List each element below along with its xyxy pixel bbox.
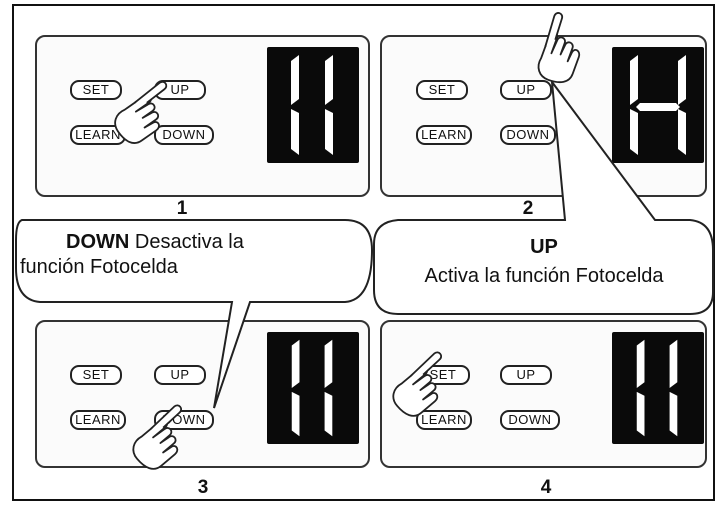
seven-segment-display [612, 47, 704, 163]
display-digits-ii [636, 339, 678, 437]
up-callout-text: UP Activa la función Fotocelda [376, 235, 712, 289]
down-button[interactable]: DOWN [500, 125, 556, 145]
step-number-3: 3 [197, 477, 209, 498]
display-digits-ii [291, 339, 333, 437]
learn-button[interactable]: LEARN [70, 410, 126, 430]
learn-button[interactable]: LEARN [70, 125, 126, 145]
down-button[interactable]: DOWN [154, 410, 214, 430]
set-button[interactable]: SET [416, 365, 470, 385]
display-digits-ii [291, 55, 333, 155]
seven-segment-display [612, 332, 704, 444]
diagram-frame [12, 4, 715, 501]
down-callout-line2: función Fotocelda [20, 256, 178, 278]
display-letter-h [630, 55, 686, 155]
up-button[interactable]: UP [500, 80, 552, 100]
down-callout-line1: Desactiva la [129, 231, 244, 253]
control-panel-2: SET UP LEARN DOWN [380, 35, 707, 197]
seven-segment-display [267, 47, 359, 163]
learn-button[interactable]: LEARN [416, 125, 472, 145]
control-panel-1: SET UP LEARN DOWN [35, 35, 370, 197]
set-button[interactable]: SET [70, 80, 122, 100]
up-button[interactable]: UP [154, 365, 206, 385]
control-panel-4: SET UP LEARN DOWN [380, 320, 707, 468]
down-button[interactable]: DOWN [154, 125, 214, 145]
step-number-4: 4 [540, 477, 552, 498]
up-callout-keyword: UP [530, 236, 558, 258]
down-callout-keyword: DOWN [66, 231, 130, 253]
control-panel-3: SET UP LEARN DOWN [35, 320, 370, 468]
learn-button[interactable]: LEARN [416, 410, 472, 430]
step-number-2: 2 [522, 198, 534, 219]
seven-segment-display [267, 332, 359, 444]
up-callout-line1: Activa la función Fotocelda [424, 265, 664, 287]
down-button[interactable]: DOWN [500, 410, 560, 430]
step-number-1: 1 [176, 198, 188, 219]
set-button[interactable]: SET [70, 365, 122, 385]
down-callout-text: DOWN Desactiva la función Fotocelda [20, 230, 360, 280]
set-button[interactable]: SET [416, 80, 468, 100]
up-button[interactable]: UP [500, 365, 552, 385]
up-button[interactable]: UP [154, 80, 206, 100]
